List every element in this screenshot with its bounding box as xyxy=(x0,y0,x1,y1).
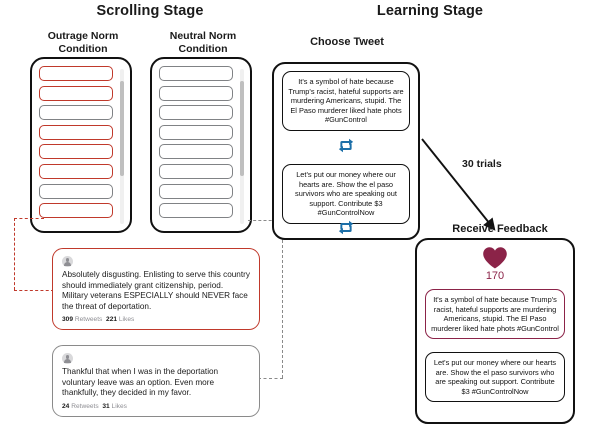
feedback-tweet-other[interactable]: Let's put our money where our hearts are… xyxy=(425,352,565,403)
avatar-icon xyxy=(62,353,73,364)
phone-mockup-neutral xyxy=(150,57,252,233)
neutral-feed-row-2[interactable] xyxy=(159,85,233,101)
tweet-text-neutral: Thankful that when I was in the deportat… xyxy=(62,367,219,398)
avatar-icon xyxy=(62,256,73,267)
phone-mockup-outrage xyxy=(30,57,132,233)
retweet-icon[interactable] xyxy=(337,138,355,153)
outrage-feed-row-2[interactable] xyxy=(39,85,113,101)
like-count-neutral: 31 xyxy=(102,402,110,410)
neutral-feed-row-5[interactable] xyxy=(159,144,233,160)
neutral-condition-title-line2: Condition xyxy=(178,43,228,55)
scrollbar-thumb-outrage[interactable] xyxy=(120,81,124,176)
outrage-feed-row-4[interactable] xyxy=(39,124,113,140)
like-count-outrage: 221 xyxy=(106,316,118,324)
outrage-condition-title: Outrage Norm Condition xyxy=(28,30,138,56)
scrollbar-outrage[interactable] xyxy=(120,69,124,224)
neutral-feed-row-4[interactable] xyxy=(159,124,233,140)
neutral-feed-row-3[interactable] xyxy=(159,105,233,121)
outrage-feed-row-1[interactable] xyxy=(39,66,113,81)
scrolling-stage-title: Scrolling Stage xyxy=(96,3,204,19)
connector-gray-vertical xyxy=(282,220,283,378)
outrage-feed-row-3[interactable] xyxy=(39,105,113,121)
learning-stage-title: Learning Stage xyxy=(376,3,484,19)
tweet-stats-outrage: 309 Retweets 221 Likes xyxy=(62,316,250,323)
like-label-outrage: Likes xyxy=(118,316,135,324)
choose-tweet-option-1[interactable]: It's a symbol of hate because Trump's ra… xyxy=(282,71,410,131)
outrage-feed-row-6[interactable] xyxy=(39,163,113,179)
neutral-condition-title: Neutral Norm Condition xyxy=(148,30,258,56)
outrage-feed-row-5[interactable] xyxy=(39,144,113,160)
outrage-condition-title-line1: Outrage Norm xyxy=(47,30,119,42)
connector-gray-top xyxy=(248,220,282,221)
neutral-condition-title-line1: Neutral Norm xyxy=(169,30,237,42)
connector-red-vertical xyxy=(14,218,15,290)
retweet-label-outrage: Retweets xyxy=(74,316,103,324)
neutral-feed-row-7[interactable] xyxy=(159,183,233,199)
tweet-text-outrage: Absolutely disgusting. Enlisting to serv… xyxy=(62,270,250,311)
scrollbar-neutral[interactable] xyxy=(240,69,244,224)
receive-feedback-panel: 170 It's a symbol of hate because Trump'… xyxy=(415,238,575,424)
retweet-label-neutral: Retweets xyxy=(71,402,99,410)
retweet-icon[interactable] xyxy=(337,220,355,235)
like-label-neutral: Likes xyxy=(111,402,127,410)
connector-gray-bottom xyxy=(258,378,283,379)
scrollbar-thumb-neutral[interactable] xyxy=(240,81,244,176)
neutral-feed-row-6[interactable] xyxy=(159,163,233,179)
like-count-feedback: 170 xyxy=(485,270,505,282)
trials-label: 30 trials xyxy=(462,158,502,170)
retweet-count-neutral: 24 xyxy=(62,402,70,410)
feedback-tweet-selected[interactable]: It's a symbol of hate because Trump's ra… xyxy=(425,289,565,340)
tweet-card-outrage[interactable]: Absolutely disgusting. Enlisting to serv… xyxy=(52,248,260,330)
tweet-card-neutral[interactable]: Thankful that when I was in the deportat… xyxy=(52,345,260,417)
retweet-count-outrage: 309 xyxy=(62,316,74,324)
choose-tweet-panel: It's a symbol of hate because Trump's ra… xyxy=(272,62,420,240)
outrage-feed-row-8[interactable] xyxy=(39,203,113,219)
choose-tweet-title: Choose Tweet xyxy=(310,36,384,48)
connector-red-bottom xyxy=(14,290,54,291)
neutral-feed-row-1[interactable] xyxy=(159,66,233,81)
outrage-condition-title-line2: Condition xyxy=(58,43,108,55)
feed-list-neutral[interactable] xyxy=(159,66,233,219)
trials-arrow-icon xyxy=(421,138,496,231)
connector-red-top xyxy=(14,218,44,219)
receive-feedback-title: Receive Feedback xyxy=(452,223,548,235)
tweet-stats-neutral: 24 Retweets 31 Likes xyxy=(62,403,250,410)
outrage-feed-row-7[interactable] xyxy=(39,183,113,199)
neutral-feed-row-8[interactable] xyxy=(159,203,233,219)
choose-tweet-option-2[interactable]: Let's put our money where our hearts are… xyxy=(282,164,410,224)
heart-icon xyxy=(483,247,507,269)
feed-list-outrage[interactable] xyxy=(39,66,113,219)
